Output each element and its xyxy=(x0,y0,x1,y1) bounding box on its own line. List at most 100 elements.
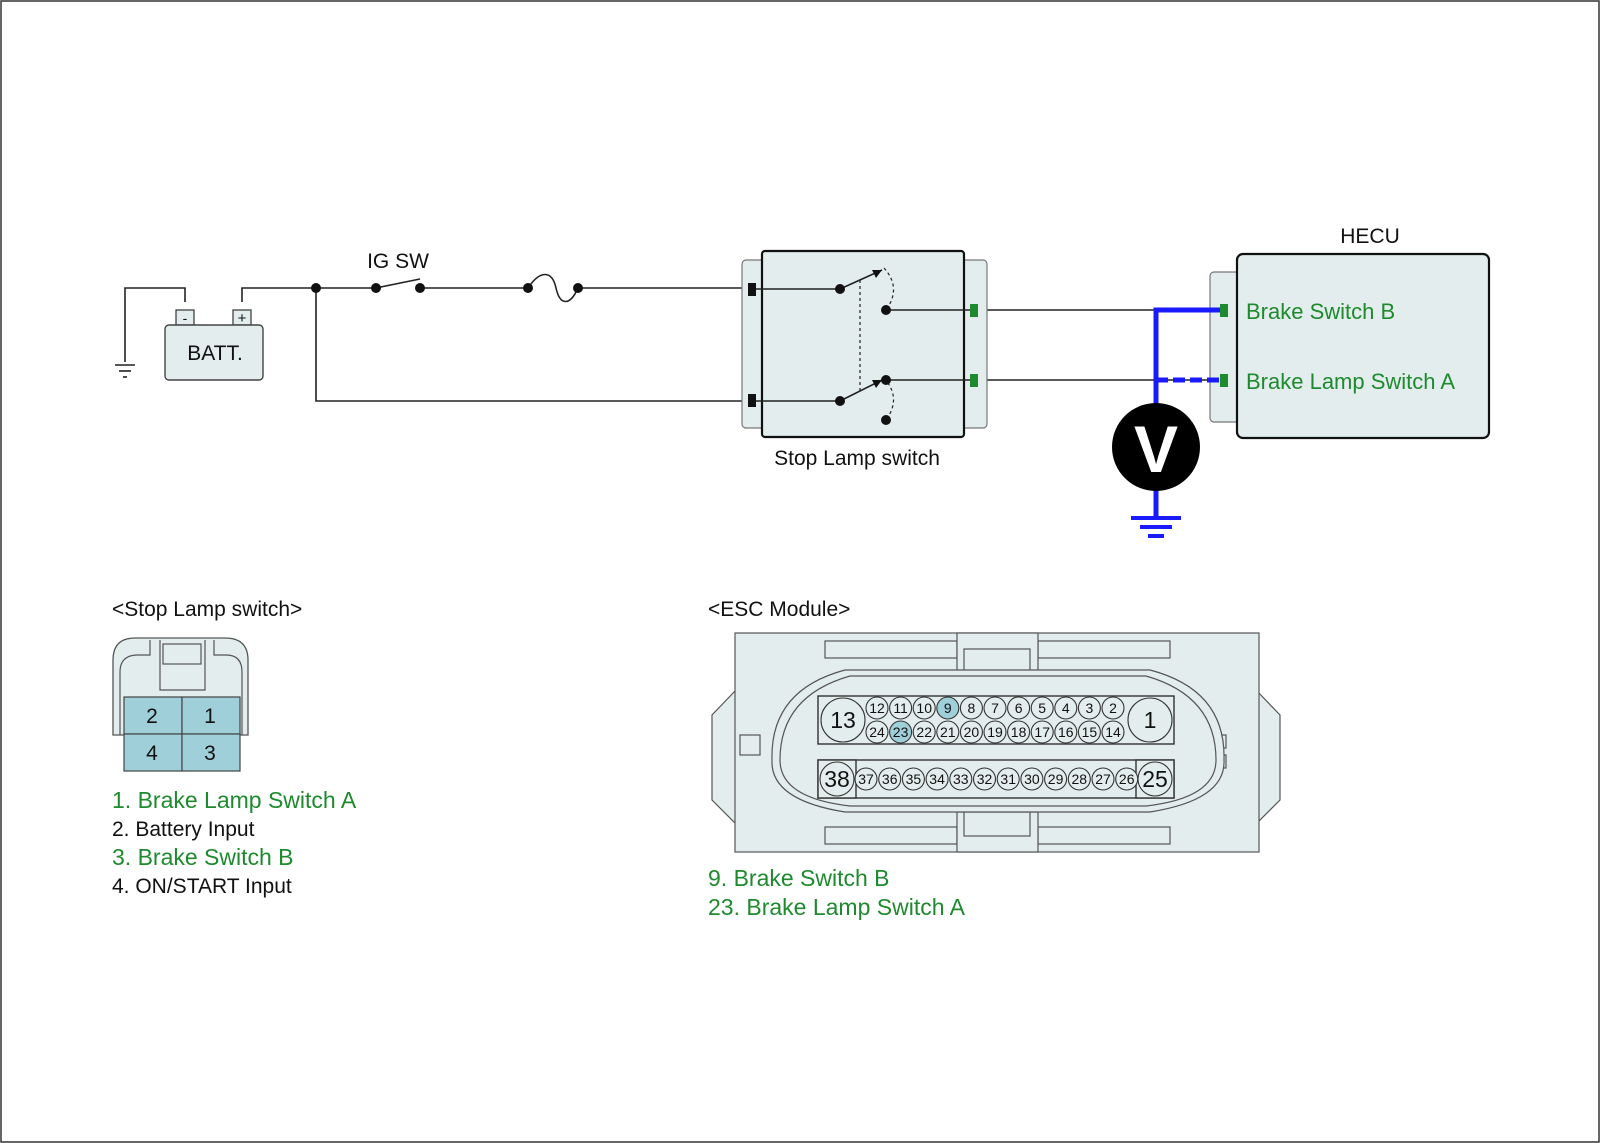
esc-pin-label: 37 xyxy=(858,771,874,787)
fuse-symbol xyxy=(527,273,579,303)
esc-pin-circle xyxy=(865,720,889,744)
battery-positive-wire xyxy=(241,287,316,302)
stop-lamp-connector-title: <Stop Lamp switch> xyxy=(112,598,302,621)
esc-pin-label: 30 xyxy=(1024,771,1040,787)
esc-pin-label: 22 xyxy=(916,724,932,740)
esc-pin-circle xyxy=(1091,767,1115,791)
esc-pin-label: 14 xyxy=(1105,724,1121,740)
battery-label: BATT. xyxy=(187,342,243,365)
esc-pin-label: 16 xyxy=(1058,724,1074,740)
esc-pin-circle xyxy=(1007,720,1031,744)
stop-lamp-connector: 2 1 4 3 xyxy=(112,637,249,772)
esc-pin-label: 6 xyxy=(1015,700,1023,716)
hecu-label: HECU xyxy=(1340,225,1400,248)
esc-legend-2: 23. Brake Lamp Switch A xyxy=(708,894,966,920)
esc-pin-label: 29 xyxy=(1048,771,1064,787)
esc-pin-circle xyxy=(1007,696,1031,720)
esc-pin-label: 35 xyxy=(906,771,922,787)
esc-pin-circle xyxy=(1054,720,1078,744)
esc-pin-label: 34 xyxy=(929,771,945,787)
esc-pin-circle xyxy=(1067,767,1091,791)
stop-lamp-pin: 4 xyxy=(146,742,158,765)
stop-lamp-switch-label: Stop Lamp switch xyxy=(774,447,940,470)
hecu-brake-lamp-switch-a: Brake Lamp Switch A xyxy=(1246,369,1455,394)
esc-pin-circle xyxy=(925,767,949,791)
esc-pin-label: 3 xyxy=(1086,700,1094,716)
esc-pin-circle xyxy=(819,761,855,797)
igsw-contact xyxy=(375,278,421,289)
esc-pin-circle xyxy=(983,696,1007,720)
wire-battery-to-switch-lower xyxy=(315,288,752,402)
esc-pin-label: 19 xyxy=(987,724,1003,740)
esc-pin-label: 10 xyxy=(916,700,932,716)
stop-lamp-pin: 3 xyxy=(204,742,216,765)
esc-pin-circle xyxy=(936,720,960,744)
esc-pin-label: 11 xyxy=(893,700,908,716)
esc-pin-circle xyxy=(912,720,936,744)
esc-pin-circle xyxy=(1127,697,1173,743)
esc-pin-circle xyxy=(996,767,1020,791)
stop-lamp-legend-2: 2. Battery Input xyxy=(112,818,255,841)
esc-pin-label: 9 xyxy=(944,700,952,716)
esc-pin-label: 24 xyxy=(869,724,885,740)
esc-pin-circle xyxy=(901,767,925,791)
esc-pin-circle xyxy=(820,697,866,743)
esc-pin-circle xyxy=(1054,696,1078,720)
esc-pin-label: 26 xyxy=(1119,771,1135,787)
esc-pin-circle xyxy=(912,696,936,720)
schematic xyxy=(115,273,1220,402)
esc-pin-label: 2 xyxy=(1109,700,1117,716)
stop-lamp-switch: Stop Lamp switch xyxy=(741,249,988,470)
esc-legend-1: 9. Brake Switch B xyxy=(708,865,890,891)
stop-lamp-pin: 2 xyxy=(146,705,158,728)
esc-pin-label: 28 xyxy=(1072,771,1088,787)
esc-pin-circle xyxy=(889,720,913,744)
esc-pin-label: 1 xyxy=(1144,707,1157,733)
esc-pin-label: 7 xyxy=(991,700,999,716)
esc-pin-label: 25 xyxy=(1142,766,1168,792)
esc-pin-circle xyxy=(1101,720,1125,744)
esc-pin-circle xyxy=(949,767,973,791)
stop-lamp-pin: 1 xyxy=(204,705,216,728)
esc-module-title: <ESC Module> xyxy=(708,598,850,621)
esc-pin-label: 5 xyxy=(1038,700,1046,716)
battery-negative-wire xyxy=(124,287,186,362)
esc-pin-label: 23 xyxy=(893,724,909,740)
esc-pin-label: 8 xyxy=(968,700,976,716)
esc-pin-label: 36 xyxy=(882,771,898,787)
esc-pin-circle xyxy=(865,696,889,720)
esc-pin-circle xyxy=(1115,767,1139,791)
esc-pin-label: 20 xyxy=(964,724,980,740)
stop-lamp-legend-3: 3. Brake Switch B xyxy=(112,844,294,870)
esc-pin-label: 31 xyxy=(1000,771,1016,787)
junction-dots xyxy=(311,283,583,293)
battery: - + BATT. xyxy=(164,309,264,381)
esc-pin-circle xyxy=(1030,696,1054,720)
esc-pin-label: 33 xyxy=(953,771,969,787)
esc-pin-circle xyxy=(1101,696,1125,720)
esc-pin-label: 13 xyxy=(830,707,856,733)
esc-pin-label: 27 xyxy=(1095,771,1111,787)
ig-sw-label: IG SW xyxy=(367,250,429,273)
esc-pin-circle xyxy=(854,767,878,791)
esc-pin-circle xyxy=(936,696,960,720)
stop-lamp-legend-4: 4. ON/START Input xyxy=(112,875,292,898)
esc-pin-label: 4 xyxy=(1062,700,1070,716)
battery-plus-label: + xyxy=(238,310,247,327)
esc-pin-circle xyxy=(1020,767,1044,791)
battery-minus-label: - xyxy=(183,310,188,326)
esc-pin-label: 38 xyxy=(824,766,850,792)
voltmeter-probe: V xyxy=(1112,307,1220,538)
voltmeter-label: V xyxy=(1134,412,1178,486)
stop-lamp-legend-1: 1. Brake Lamp Switch A xyxy=(112,787,357,813)
esc-pin-circle xyxy=(889,696,913,720)
esc-pin-circle xyxy=(878,767,902,791)
hecu: HECU Brake Switch B Brake Lamp Switch A xyxy=(1209,225,1491,440)
hecu-brake-switch-b: Brake Switch B xyxy=(1246,299,1395,324)
esc-pin-label: 17 xyxy=(1034,724,1050,740)
esc-pin-circle xyxy=(1077,696,1101,720)
esc-pin-circle xyxy=(1077,720,1101,744)
esc-pin-circle xyxy=(959,720,983,744)
